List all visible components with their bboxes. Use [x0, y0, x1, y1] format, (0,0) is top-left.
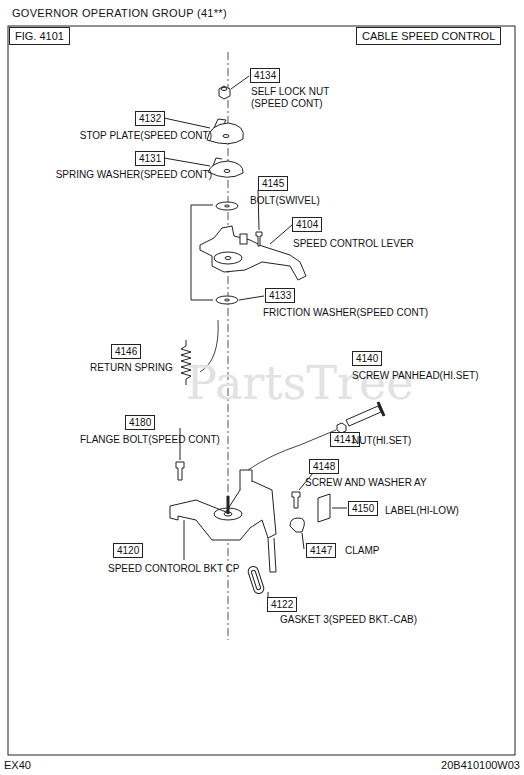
bracket-stud [227, 496, 230, 514]
callout-box: 4132 [135, 111, 165, 126]
bracket-tab [240, 470, 252, 490]
leader-line [302, 533, 304, 549]
lock-nut [219, 86, 230, 99]
washer-hole [225, 299, 230, 301]
box-heading: FIG. 4101 [15, 30, 64, 42]
flange-bolt [176, 462, 184, 480]
part-name: SPEED CONTOROL BKT CP [108, 563, 240, 575]
callout-number: 4122 [271, 599, 293, 610]
part-name: SPEED CONTROL LEVER [293, 238, 414, 250]
callout-box: 4131 [135, 151, 165, 166]
bracket-leg [268, 538, 276, 572]
callout-number: 4132 [139, 113, 161, 124]
callout-number: 4131 [139, 153, 161, 164]
callout-box: 4134 [250, 68, 280, 83]
part-name: FLANGE BOLT(SPEED CONT) [80, 434, 220, 446]
drawing-code: 20B410100W03 [441, 759, 520, 771]
callout-box: 4145 [258, 176, 288, 191]
frame [8, 26, 515, 755]
bracket-leader [184, 520, 185, 560]
callout-number: 4140 [356, 353, 378, 364]
callout-number: 4146 [115, 346, 137, 357]
swivel-bolt [256, 232, 262, 246]
friction-washer [216, 296, 238, 304]
callout-box: 4146 [111, 344, 141, 359]
part-name: SCREW AND WASHER AY [305, 477, 427, 489]
callout-number: 4104 [296, 219, 318, 230]
washer-hole [225, 205, 230, 207]
gasket-slot [251, 570, 261, 590]
callout-box: 4180 [125, 415, 155, 430]
hi-low-label [318, 494, 330, 522]
section-box: CABLE SPEED CONTROL [356, 27, 501, 45]
leader-line [239, 296, 264, 300]
spring-washer [208, 158, 243, 177]
lock-nut-hole [221, 88, 227, 91]
callout-number: 4147 [310, 545, 332, 556]
speed-control-lever [200, 226, 306, 280]
part-name: SPRING WASHER(SPEED CONT) [56, 169, 212, 181]
stop-plate-hole [223, 135, 229, 138]
leader-line [332, 508, 347, 509]
lever-hole [225, 257, 231, 260]
callout-number: 4150 [352, 503, 374, 514]
callout-box: 4150 [348, 501, 378, 516]
leader-line [231, 76, 249, 89]
part-name: STOP PLATE(SPEED CONT) [80, 130, 212, 142]
lever-post [240, 234, 247, 244]
callout-number: 4133 [269, 290, 291, 301]
callout-number: 4148 [313, 461, 335, 472]
callout-box: 4120 [113, 543, 143, 558]
friction-washer [216, 202, 238, 210]
callout-number: 4145 [262, 178, 284, 189]
callout-box: 4148 [309, 459, 339, 474]
part-name: RETURN SPRING [90, 362, 173, 374]
box-heading: CABLE SPEED CONTROL [362, 30, 495, 42]
gasket [247, 565, 265, 595]
callout-number: 4120 [117, 545, 139, 556]
part-name: SCREW PANHEAD(HI.SET) [352, 370, 479, 382]
part-name: CLAMP [345, 545, 379, 557]
speed-control-bracket [170, 480, 276, 540]
leader-line [164, 158, 210, 166]
part-name: NUT(HI.SET) [352, 435, 411, 447]
callout-number: 4134 [254, 70, 276, 81]
callout-box: 4122 [267, 597, 297, 612]
diagram-title: GOVERNOR OPERATION GROUP (41**) [12, 7, 227, 20]
leader-line [164, 118, 210, 128]
callout-number: 4180 [129, 417, 151, 428]
callout-box: 4147 [306, 543, 336, 558]
part-name: LABEL(HI-LOW) [385, 505, 459, 517]
part-name: FRICTION WASHER(SPEED CONT) [263, 307, 428, 319]
figure-box: FIG. 4101 [9, 27, 70, 45]
model-code: EX40 [4, 759, 31, 771]
leader-line [270, 225, 292, 244]
clamp [290, 518, 304, 532]
callout-box: 4104 [292, 217, 322, 232]
callout-box: 4133 [265, 288, 295, 303]
part-name: BOLT(SWIVEL) [250, 195, 320, 207]
screw-washer [292, 492, 300, 508]
callout-box: 4140 [352, 351, 382, 366]
part-name: GASKET 3(SPEED BKT.-CAB) [280, 614, 417, 626]
stop-plate [207, 119, 243, 144]
lever-boss [214, 252, 242, 264]
spring-washer-hole [224, 170, 230, 173]
part-name: SELF LOCK NUT (SPEED CONT) [251, 86, 346, 110]
